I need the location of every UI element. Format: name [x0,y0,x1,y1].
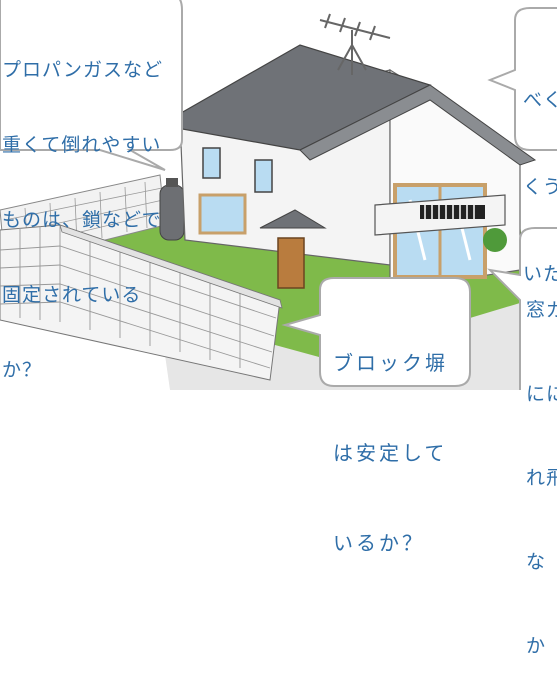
block-wall-line-1: ブロック塀 [333,351,448,375]
window-line-1: 窓ガ [526,299,557,321]
front-door [277,237,305,289]
furniture-line-2: くう [523,176,557,198]
shrub [483,228,507,252]
propane-line-5: か？ [2,359,43,381]
window-lower-left [198,193,247,235]
window-bubble-text: 窓ガ にに れ飛 な か [526,240,557,688]
house-illustration [0,0,557,390]
propane-line-3: ものは、鎖などで [2,209,162,231]
window-line-2: にに [526,383,557,405]
bubble-window [487,227,557,390]
furniture-line-1: べく [523,89,557,111]
front-block-wall [0,224,283,381]
window-upper-right [254,159,273,193]
furniture-line-3: いた [523,263,557,285]
window-line-3: れ飛 [526,467,557,489]
block-wall-bubble-text: ブロック塀 は安定して いるか？ [333,288,448,588]
window-line-5: か [526,635,547,657]
propane-bubble-text: プロパンガスなど 重くて倒れやすい ものは、鎖などで 固定されている か？ [2,8,163,408]
block-wall-line-2: は安定して [333,441,448,465]
bubble-propane [0,0,183,171]
propane-line-2: 重くて倒れやすい [2,134,162,156]
tv-antenna [319,13,391,75]
propane-tank [159,178,185,241]
propane-line-4: 固定されている [2,284,142,306]
block-wall-line-3: いるか？ [333,531,425,555]
bubble-furniture [487,7,557,151]
propane-line-1: プロパンガスなど [2,59,163,81]
bubble-block-wall [281,277,471,387]
window-line-4: な [526,551,547,573]
window-upper-left [202,147,221,179]
furniture-bubble-text: べく くう いた [523,28,557,318]
